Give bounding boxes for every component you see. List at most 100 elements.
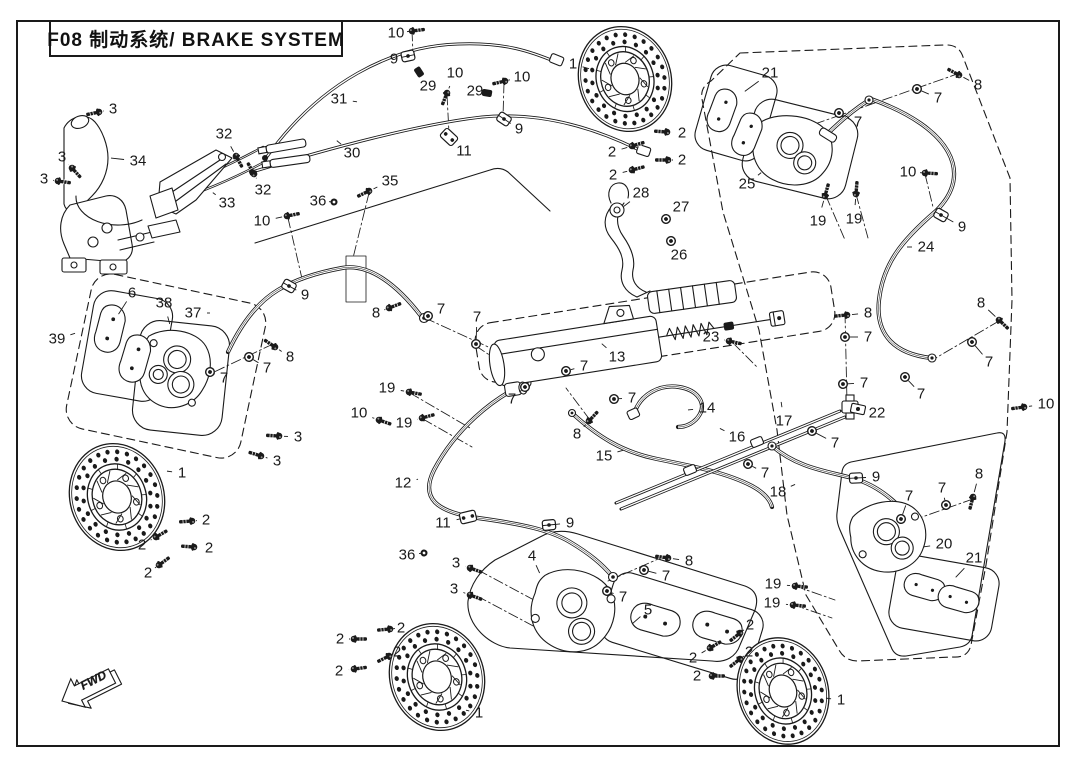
part-number: 7 xyxy=(831,435,839,452)
part-number: 3 xyxy=(450,581,458,598)
washer-glyph xyxy=(839,331,851,343)
zone-group-front-left xyxy=(65,273,267,459)
clamp-glyph xyxy=(281,278,297,294)
part-callout-29: 29 xyxy=(467,83,493,100)
bolt-glyph xyxy=(180,543,198,551)
part-number: 8 xyxy=(685,553,693,570)
zone-right-dashed xyxy=(701,44,1013,662)
part-callout-5: 5 xyxy=(632,602,652,624)
bolt-glyph xyxy=(708,672,725,680)
part-number: 17 xyxy=(776,413,793,430)
part-callout-7: 7 xyxy=(966,336,993,371)
part-callout-14: 14 xyxy=(687,400,715,417)
part-callout-29: 29 xyxy=(414,66,436,95)
clamp-glyph xyxy=(933,207,949,223)
clamp-glyph xyxy=(541,519,557,531)
part-number: 7 xyxy=(905,488,913,505)
clamp-glyph xyxy=(496,111,512,127)
washer-glyph xyxy=(519,381,531,393)
part-callout-30: 30 xyxy=(336,140,360,162)
part-callout-2: 2 xyxy=(689,640,722,667)
bolt-glyph xyxy=(655,156,672,164)
brake-disc xyxy=(724,626,843,757)
part-callout-23: 23 xyxy=(703,329,742,346)
diagram-title: F08 制动系统/ BRAKE SYSTEM xyxy=(47,30,345,51)
bolt-glyph xyxy=(852,180,860,198)
washer-glyph xyxy=(560,365,572,377)
part-callout-6: 6 xyxy=(118,285,136,315)
part-callout-2: 2 xyxy=(609,165,645,184)
brake-pad xyxy=(729,110,766,159)
part-number: 36 xyxy=(310,193,327,210)
bolt-glyph xyxy=(466,564,483,574)
brake-line xyxy=(250,114,645,174)
part-number: 34 xyxy=(130,153,147,170)
part-callout-17: 17 xyxy=(776,401,793,430)
part-callout-7: 7 xyxy=(833,107,862,131)
part-callout-19: 19 xyxy=(846,180,863,228)
part-callout-1: 1 xyxy=(569,56,590,73)
part-number: 28 xyxy=(633,185,650,202)
part-callout-28: 28 xyxy=(623,185,650,207)
part-callout-8: 8 xyxy=(977,295,1010,330)
bolt-glyph xyxy=(155,556,171,569)
part-number: 9 xyxy=(515,121,523,138)
brake-line xyxy=(225,265,424,355)
part-callout-39: 39 xyxy=(49,331,76,348)
part-number: 2 xyxy=(336,631,344,648)
part-callout-7: 7 xyxy=(560,358,588,377)
brake-disc xyxy=(376,611,499,743)
part-number: 7 xyxy=(864,329,872,346)
part-number: 2 xyxy=(689,650,697,667)
bolt-glyph xyxy=(356,187,373,198)
part-number: 7 xyxy=(860,375,868,392)
part-number: 7 xyxy=(934,90,942,107)
part-number: 7 xyxy=(628,390,636,407)
bolt-glyph xyxy=(789,601,806,609)
part-number: 7 xyxy=(220,370,228,387)
part-callout-3: 3 xyxy=(265,429,302,446)
ferrule-glyph xyxy=(414,66,424,78)
part-number: 16 xyxy=(729,429,746,446)
part-number: 2 xyxy=(138,537,146,554)
bolt-glyph xyxy=(385,302,402,312)
bolt-glyph xyxy=(263,338,279,351)
part-callout-19: 19 xyxy=(765,576,808,593)
bolt-glyph xyxy=(947,67,963,79)
bolt-glyph xyxy=(283,211,300,220)
part-number: 3 xyxy=(40,171,48,188)
line-ferrule xyxy=(749,436,765,448)
part-number: 19 xyxy=(379,380,396,397)
washer-glyph xyxy=(660,213,672,225)
part-number: 19 xyxy=(846,211,863,228)
caliper-front-center xyxy=(530,569,616,653)
part-number: 7 xyxy=(917,386,925,403)
part-callout-7: 7 xyxy=(839,329,872,346)
part-number: 2 xyxy=(745,644,753,661)
nut-glyph xyxy=(420,549,428,557)
part-callout-8: 8 xyxy=(573,410,599,443)
part-callout-8: 8 xyxy=(834,305,872,322)
bolt-glyph xyxy=(178,517,196,525)
part-callout-7: 7 xyxy=(470,309,481,350)
washer-glyph xyxy=(895,513,907,525)
part-callout-32: 32 xyxy=(246,162,271,199)
part-callout-21: 21 xyxy=(744,65,778,92)
bolt-glyph xyxy=(821,183,830,200)
bolt-glyph xyxy=(834,311,851,319)
part-number: 8 xyxy=(286,349,294,366)
part-callout-24: 24 xyxy=(907,239,934,256)
part-callout-11: 11 xyxy=(435,509,478,532)
bolt-glyph xyxy=(585,410,599,425)
brake-pedal xyxy=(604,182,738,314)
part-callout-2: 2 xyxy=(729,644,753,668)
part-callout-4: 4 xyxy=(528,548,541,574)
part-callout-2: 2 xyxy=(693,668,725,685)
part-callout-2: 2 xyxy=(138,529,168,554)
brake-pad xyxy=(93,303,128,354)
part-number: 7 xyxy=(938,480,946,497)
brake-line xyxy=(264,42,558,160)
bolt-glyph xyxy=(466,591,483,601)
